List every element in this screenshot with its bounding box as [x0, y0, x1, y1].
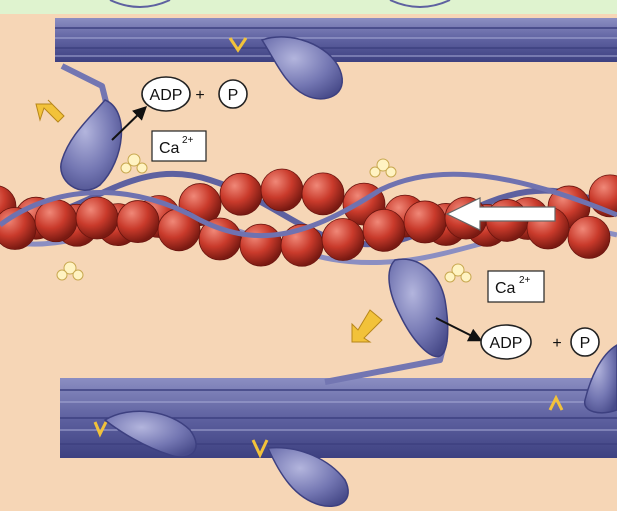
actin-monomer: [240, 224, 282, 266]
svg-text:+: +: [195, 87, 204, 104]
svg-text:ADP: ADP: [490, 335, 523, 352]
svg-text:P: P: [228, 87, 239, 104]
top-thick-filament: [55, 18, 617, 62]
svg-text:P: P: [580, 335, 591, 352]
ca-label-bottom: Ca 2+: [488, 271, 544, 302]
actin-monomer: [404, 201, 446, 243]
svg-text:+: +: [552, 335, 561, 352]
svg-text:2+: 2+: [519, 275, 531, 286]
actin-monomer: [117, 201, 159, 243]
top-band: [0, 0, 617, 14]
svg-text:Ca: Ca: [495, 280, 516, 297]
actin-monomer: [76, 197, 118, 239]
svg-text:ADP: ADP: [150, 87, 183, 104]
actin-monomer: [302, 173, 344, 215]
actin-monomer: [220, 173, 262, 215]
actin-monomer: [363, 209, 405, 251]
ca-label-top: Ca 2+: [152, 131, 206, 161]
actin-monomer: [322, 219, 364, 261]
actin-monomer: [35, 200, 77, 242]
svg-text:2+: 2+: [182, 135, 194, 146]
actin-monomer: [568, 216, 610, 258]
actin-monomer: [261, 169, 303, 211]
svg-text:Ca: Ca: [159, 140, 180, 157]
